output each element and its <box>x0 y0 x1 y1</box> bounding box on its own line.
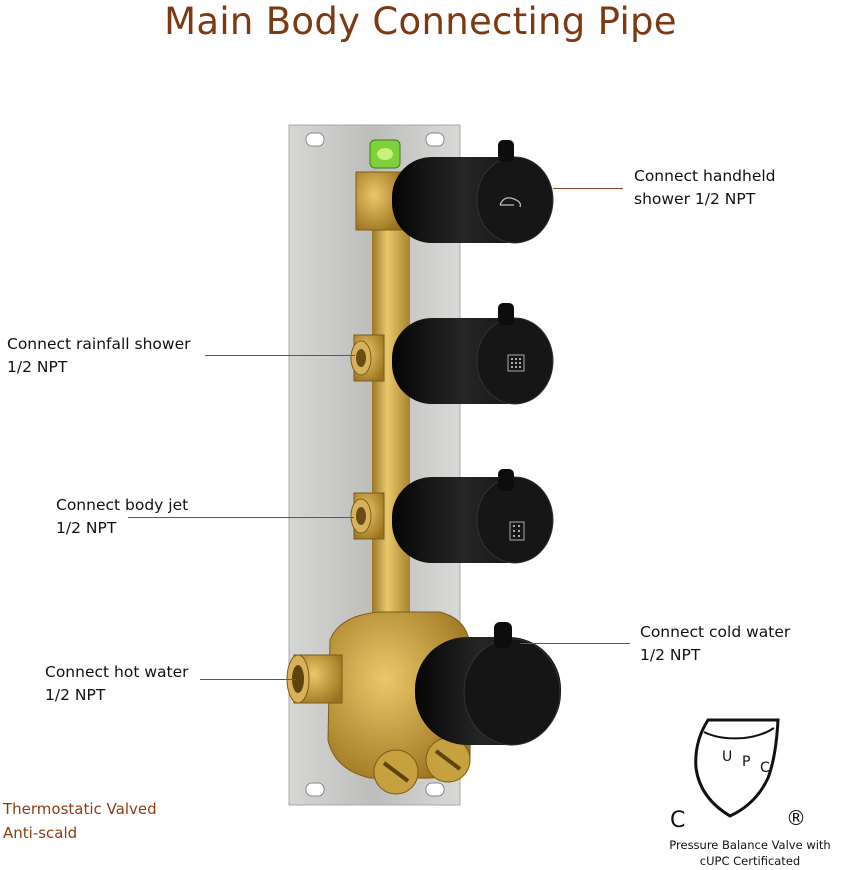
rainfall-shower-icon <box>507 354 525 372</box>
page-title: Main Body Connecting Pipe <box>164 0 677 43</box>
shield-letter-c: C <box>760 760 770 776</box>
leader-line-hot <box>200 679 296 680</box>
label-rainfall-shower: Connect rainfall shower 1/2 NPT <box>7 335 191 376</box>
leader-line-body-jet <box>128 517 354 518</box>
cupc-certification-badge: U P C C ® Pressure Balance Valve with cU… <box>660 712 840 870</box>
handheld-shower-icon <box>499 197 522 208</box>
label-handheld-shower: Connect handheld shower 1/2 NPT <box>634 167 776 208</box>
c-mark: C <box>670 808 685 833</box>
body-jet-icon <box>509 521 525 541</box>
thermostatic-control-knob <box>415 622 561 746</box>
registered-mark: ® <box>786 806 806 830</box>
certification-caption: Pressure Balance Valve with cUPC Certifi… <box>669 838 831 868</box>
connecting-pipe <box>372 175 410 645</box>
label-cold-water: Connect cold water 1/2 NPT <box>640 623 791 664</box>
label-body-jet: Connect body jet 1/2 NPT <box>56 496 189 537</box>
leader-line-handheld <box>553 188 623 189</box>
shield-letter-u: U <box>722 749 732 765</box>
cupc-shield-icon: U P C C ® <box>670 718 806 833</box>
rainfall-control-knob <box>392 303 554 405</box>
label-hot-water: Connect hot water 1/2 NPT <box>45 663 189 704</box>
handheld-control-knob <box>392 140 554 244</box>
thermostatic-note: Thermostatic Valved Anti-scald <box>3 800 157 842</box>
body-jet-control-knob <box>392 469 554 564</box>
leader-line-rainfall <box>205 355 355 356</box>
shield-letter-p: P <box>742 754 750 770</box>
leader-line-cold <box>520 643 630 644</box>
